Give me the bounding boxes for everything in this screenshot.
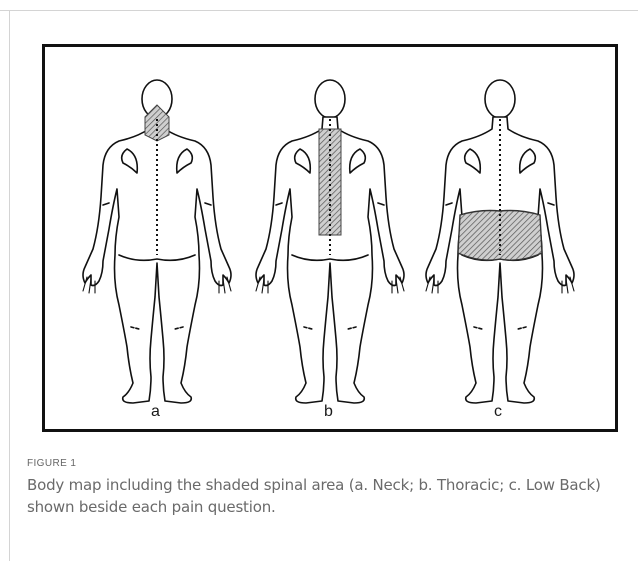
body-figure-b [256,80,404,403]
panel-label-c: c [494,403,502,421]
body-figure-c [426,80,574,403]
body-map-illustration [45,47,615,429]
body-figure-a [83,80,231,403]
figure-caption: Body map including the shaded spinal are… [27,474,627,518]
card-top-border [0,10,638,11]
figure-label: FIGURE 1 [27,458,76,469]
panel-label-b: b [324,403,333,421]
card-left-border [9,10,10,561]
figure-image: a b c [42,44,618,432]
panel-label-a: a [151,403,160,421]
